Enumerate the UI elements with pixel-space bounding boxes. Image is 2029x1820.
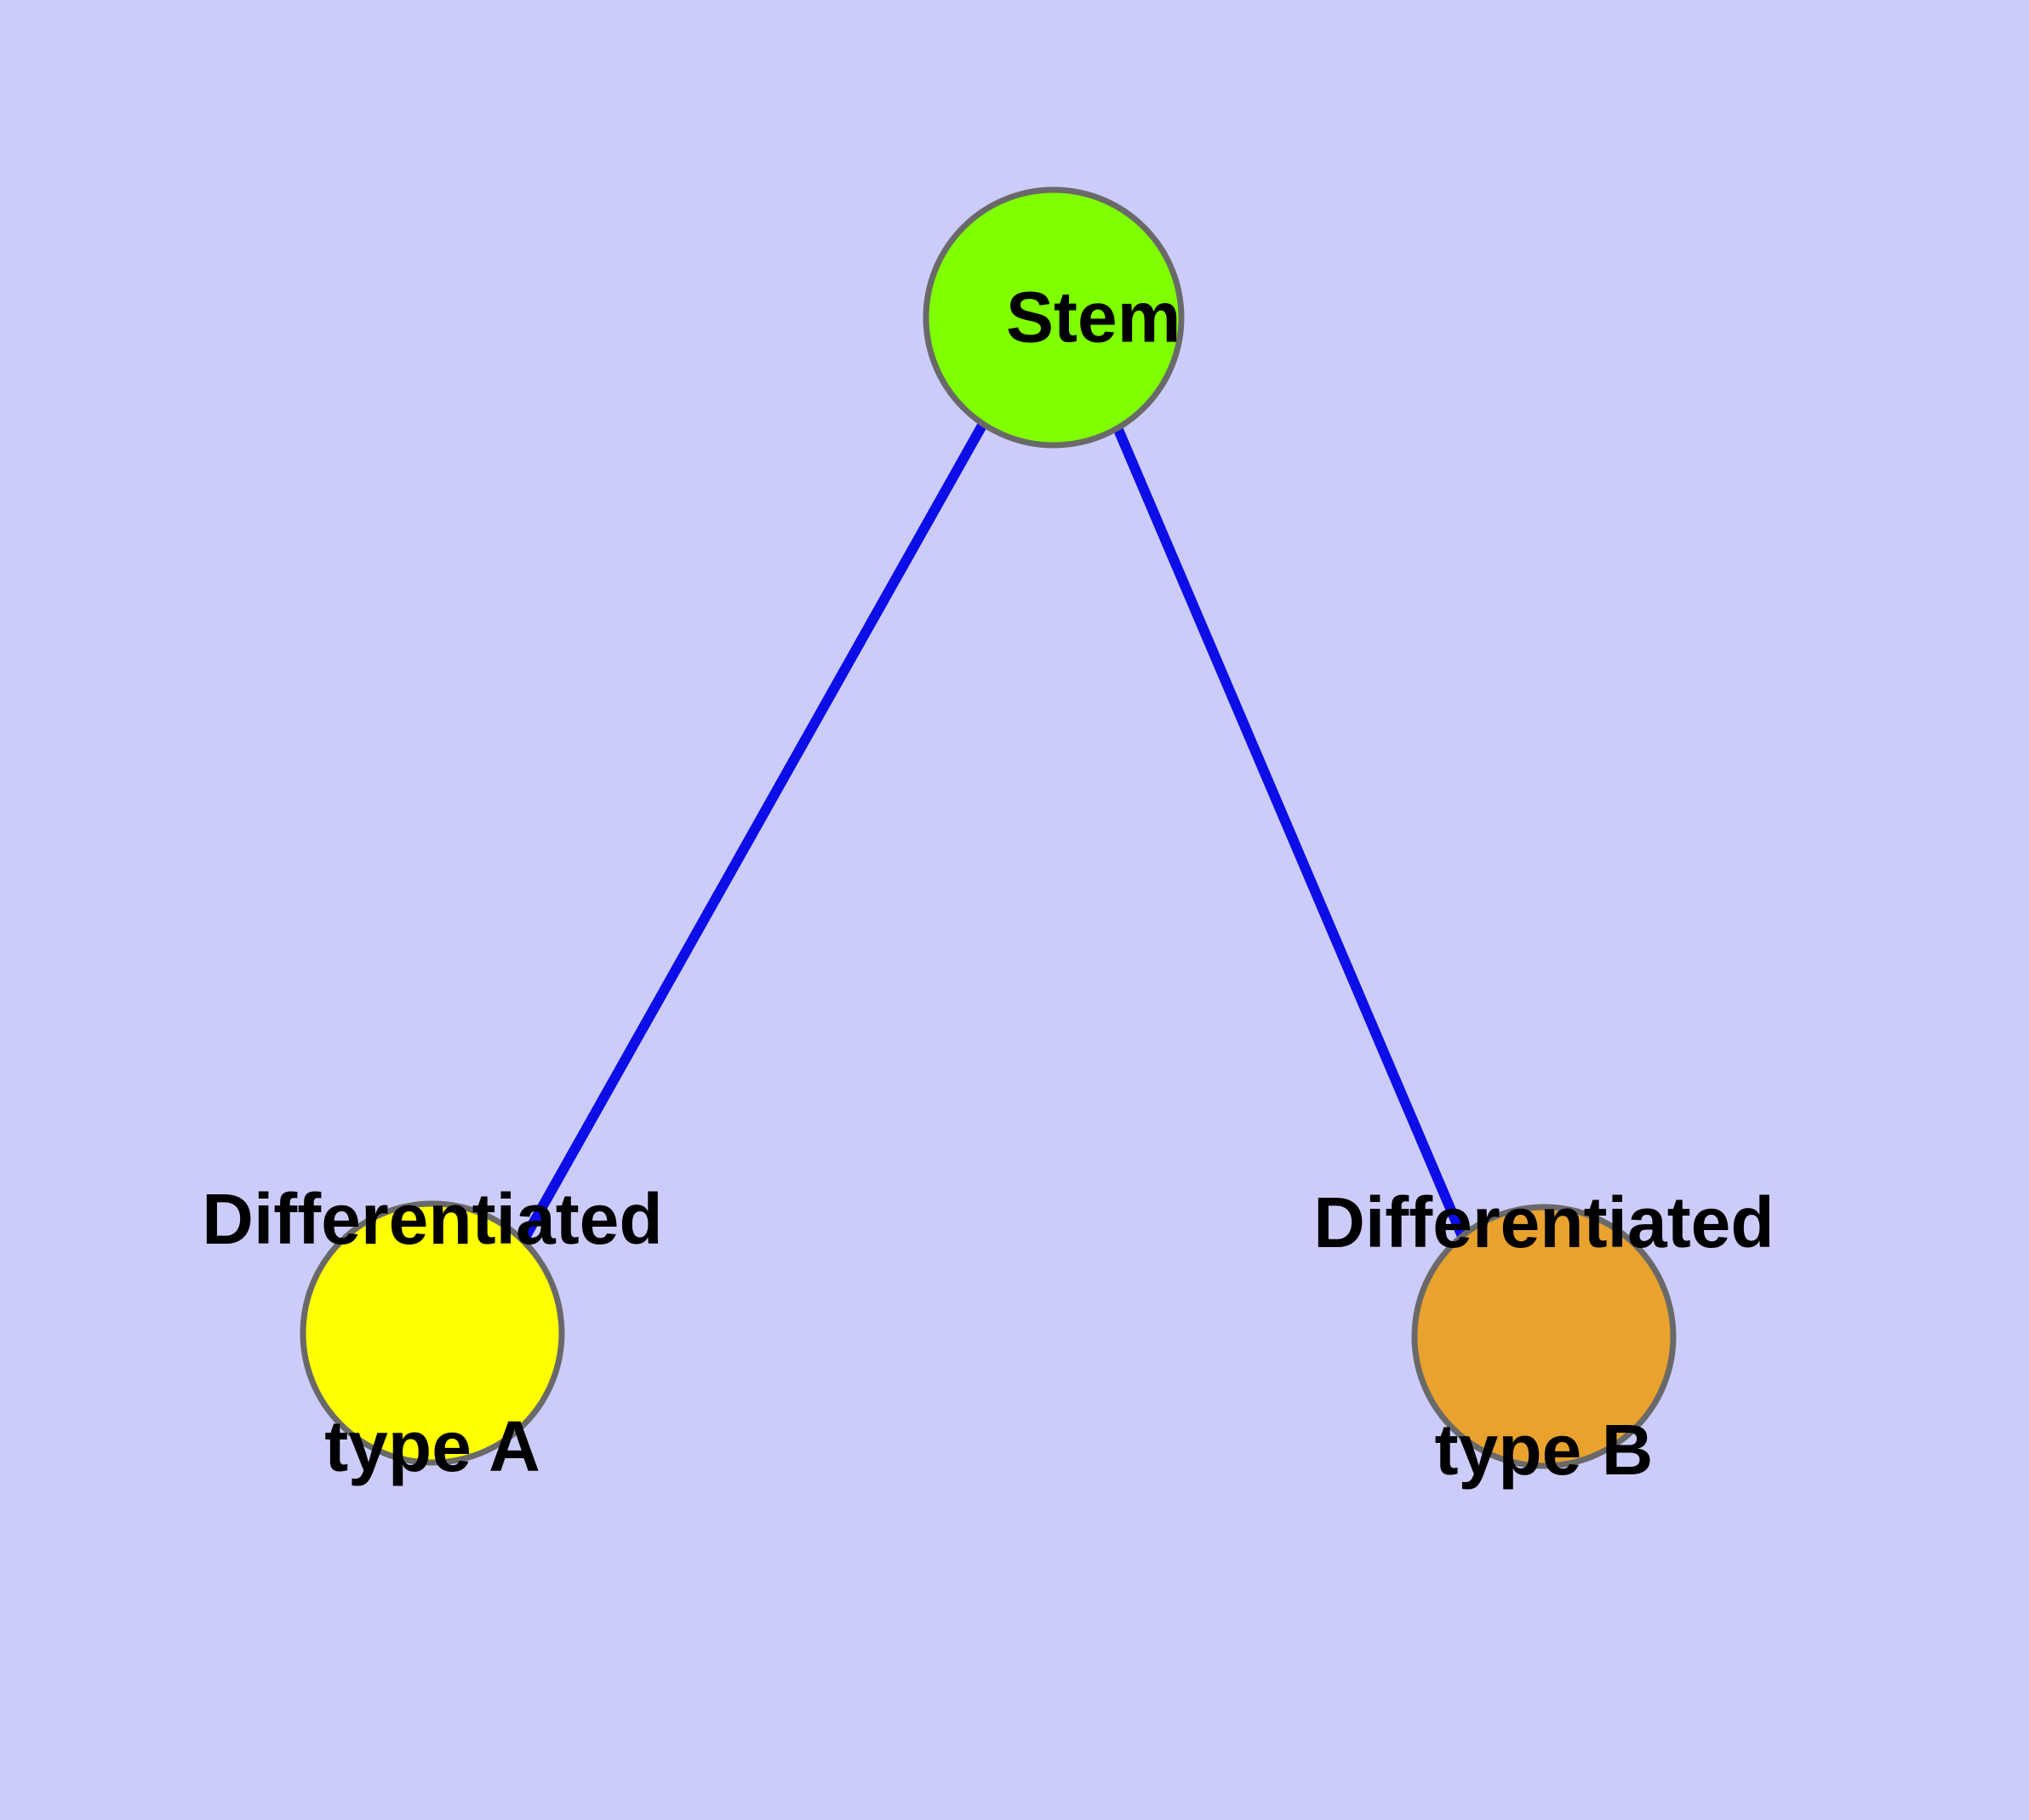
node-differentiated-type-b[interactable] — [1411, 1204, 1677, 1469]
edge-stem-to-diff-b — [1112, 423, 1472, 1249]
edge-stem-to-diff-a — [517, 421, 988, 1245]
edge-layer — [517, 421, 1472, 1249]
node-layer — [300, 186, 1677, 1469]
node-differentiated-type-a[interactable] — [300, 1200, 565, 1466]
node-stem[interactable] — [923, 186, 1185, 449]
